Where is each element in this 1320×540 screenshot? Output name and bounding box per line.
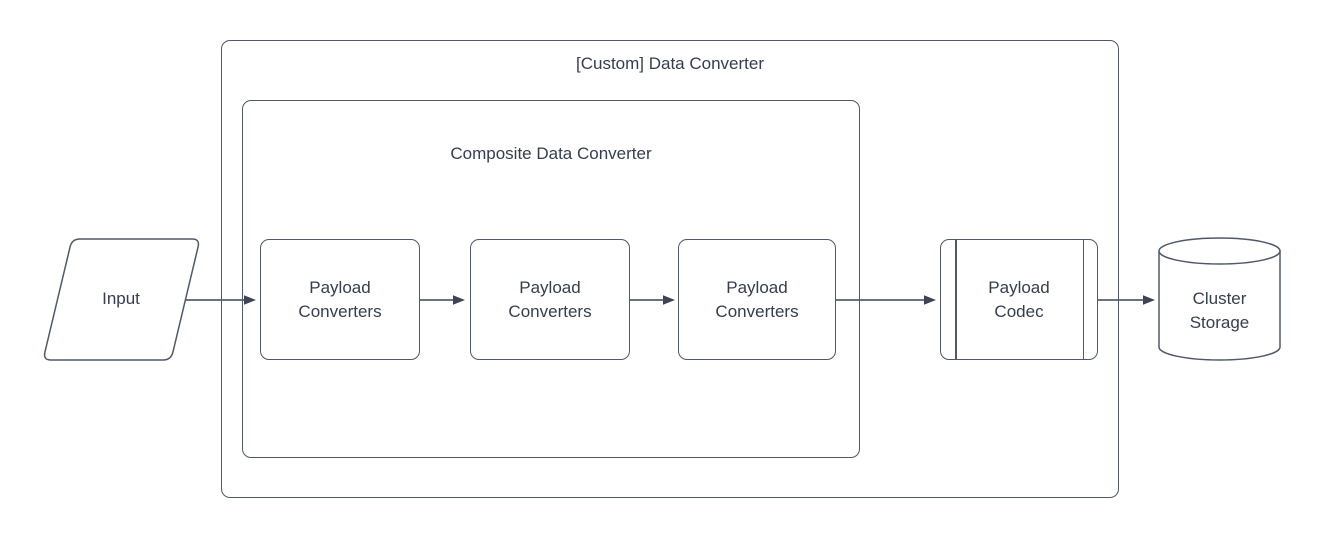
input-parallelogram-shape <box>43 238 200 361</box>
composite-data-converter-label: Composite Data Converter <box>450 144 652 163</box>
composite-data-converter-container: Composite Data Converter <box>242 100 860 458</box>
arrow-input-to-converter1 <box>186 295 256 305</box>
codec-right-bar <box>1082 240 1084 359</box>
input-label: Input <box>102 289 140 308</box>
arrow-codec-to-storage <box>1098 295 1155 305</box>
codec-left-bar <box>955 240 957 359</box>
cluster-storage-cylinder-top <box>1158 237 1281 265</box>
custom-data-converter-label: [Custom] Data Converter <box>575 54 764 73</box>
arrow-converter3-to-codec <box>836 295 936 305</box>
payload-converters-node-2: Payload Converters <box>470 239 630 360</box>
payload-codec-label: Payload Codec <box>988 277 1050 321</box>
cluster-storage-label: Cluster Storage <box>1189 289 1250 332</box>
arrow-converter2-to-converter3 <box>630 295 675 305</box>
payload-converters-node-3: Payload Converters <box>678 239 836 360</box>
arrow-converter1-to-converter2 <box>420 295 465 305</box>
custom-data-converter-container: [Custom] Data Converter <box>221 40 1119 498</box>
payload-codec-node: Payload Codec <box>940 239 1098 360</box>
payload-converters-node-1: Payload Converters <box>260 239 420 360</box>
cluster-storage-cylinder-body <box>1158 251 1281 361</box>
